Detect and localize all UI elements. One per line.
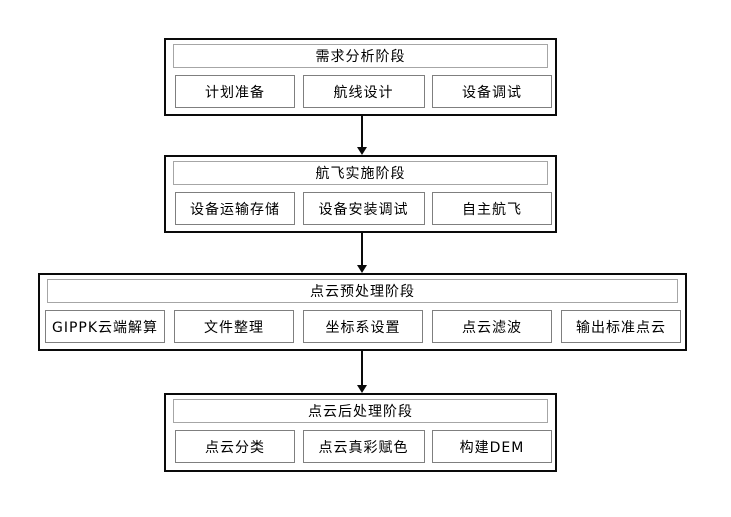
stage-pointcloud-preprocessing: 点云预处理阶段 GIPPK云端解算 文件整理 坐标系设置 点云滤波 输出标准点云 xyxy=(38,273,687,351)
stage-title: 点云预处理阶段 xyxy=(47,279,678,303)
arrow-down-icon xyxy=(357,265,367,273)
step-box: 设备安装调试 xyxy=(302,192,425,225)
step-box: 计划准备 xyxy=(175,75,295,108)
step-box: 输出标准点云 xyxy=(561,310,681,343)
step-box: 航线设计 xyxy=(302,75,425,108)
stage-title: 航飞实施阶段 xyxy=(173,161,548,185)
step-box: 自主航飞 xyxy=(432,192,552,225)
step-box: 点云滤波 xyxy=(432,310,552,343)
step-box: 构建DEM xyxy=(432,430,552,463)
arrow-down-icon xyxy=(357,385,367,393)
stage-title: 点云后处理阶段 xyxy=(173,399,548,423)
stage-steps-row: 点云分类 点云真彩赋色 构建DEM xyxy=(166,430,555,463)
flow-arrow xyxy=(357,233,367,273)
arrow-line xyxy=(361,351,363,386)
stage-steps-row: 设备运输存储 设备安装调试 自主航飞 xyxy=(166,192,555,225)
step-box: 坐标系设置 xyxy=(303,310,423,343)
stage-title: 需求分析阶段 xyxy=(173,44,548,68)
flow-arrow xyxy=(357,116,367,155)
step-box: GIPPK云端解算 xyxy=(45,310,165,343)
step-box: 设备调试 xyxy=(432,75,552,108)
step-box: 文件整理 xyxy=(174,310,294,343)
step-box: 点云分类 xyxy=(175,430,295,463)
step-box: 设备运输存储 xyxy=(175,192,295,225)
stage-steps-row: 计划准备 航线设计 设备调试 xyxy=(166,75,555,108)
flow-arrow xyxy=(357,351,367,393)
arrow-line xyxy=(361,233,363,266)
arrow-line xyxy=(361,116,363,148)
step-box: 点云真彩赋色 xyxy=(302,430,425,463)
stage-flight-implementation: 航飞实施阶段 设备运输存储 设备安装调试 自主航飞 xyxy=(164,155,557,233)
arrow-down-icon xyxy=(357,147,367,155)
stage-steps-row: GIPPK云端解算 文件整理 坐标系设置 点云滤波 输出标准点云 xyxy=(40,310,685,343)
stage-pointcloud-postprocessing: 点云后处理阶段 点云分类 点云真彩赋色 构建DEM xyxy=(164,393,557,472)
stage-requirements-analysis: 需求分析阶段 计划准备 航线设计 设备调试 xyxy=(164,38,557,116)
